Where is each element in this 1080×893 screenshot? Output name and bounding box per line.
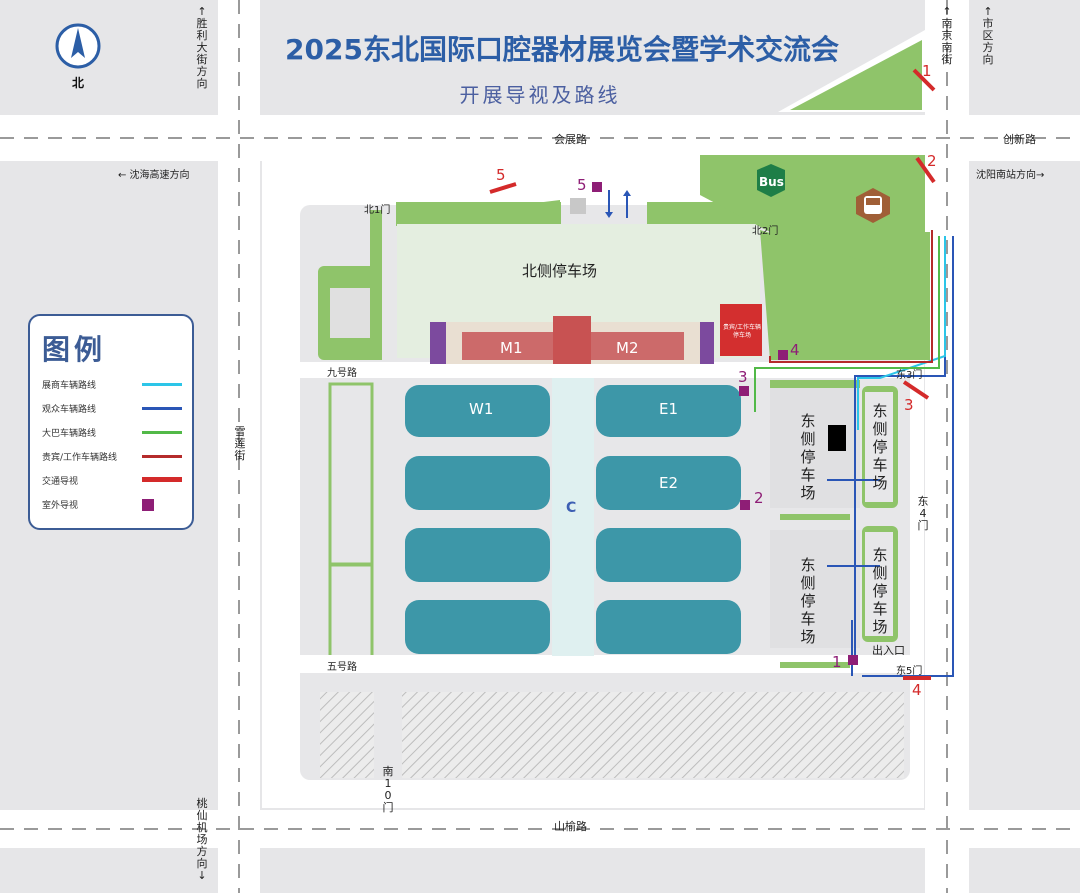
compass-label: 北: [71, 76, 84, 90]
gate-exit: 出入口: [872, 644, 905, 657]
hall-e2: E2: [659, 474, 679, 492]
area-north-parking: 北侧停车场: [522, 262, 598, 280]
direction-shenhai: ← 沈海高速方向: [118, 170, 190, 181]
road-wuhao: [300, 655, 920, 673]
gate-east5: 东5门: [896, 666, 923, 677]
gate-south10: 南10门: [382, 765, 394, 814]
traffic-num-2: 2: [927, 152, 937, 170]
gate-east4: 东4门: [917, 495, 929, 532]
direction-taoxian: 桃仙机场方向↓: [196, 797, 208, 882]
road-label-chuangxin: 创新路: [1003, 133, 1036, 146]
legend-swatch-outdoor: [142, 499, 154, 511]
legend-item-visitor: 观众车辆路线: [42, 405, 97, 415]
traffic-sign-1: [912, 68, 936, 92]
area-east-parking-1: 东侧停车场: [800, 412, 816, 502]
road-label-xuelian: 雪莲街: [234, 425, 246, 462]
legend-swatch-vip: [142, 455, 182, 458]
gate-north2: 北2门: [752, 226, 779, 237]
direction-shengli: ↑胜利大街方向: [196, 5, 208, 90]
hall-group: [405, 385, 741, 654]
road-label-jiuhao: 九号路: [327, 368, 357, 379]
legend-item-traffic: 交通导视: [42, 477, 79, 487]
hall-w1: W1: [469, 400, 494, 418]
legend-swatch-visitor: [142, 407, 182, 410]
road-label-wuhao: 五号路: [327, 662, 357, 673]
route-exhibitor: [857, 236, 946, 430]
traffic-num-4: 4: [912, 681, 922, 699]
legend-swatch-traffic: [142, 477, 182, 482]
legend: 图例 展商车辆路线 观众车辆路线 大巴车辆路线 贵宾/工作车辆路线 交通导视 室…: [28, 314, 194, 530]
direction-shiqu: ↑市区方向: [982, 5, 994, 66]
gate-east3: 东3门: [896, 370, 923, 381]
area-east-parking-2: 东侧停车场: [872, 402, 888, 492]
legend-item-outdoor: 室外导视: [42, 501, 79, 511]
marker-num-4: 4: [790, 341, 800, 359]
north-arrow-icon: [55, 23, 101, 69]
outdoor-marker-5: [592, 182, 602, 192]
vip-parking: [720, 304, 762, 356]
legend-item-bus: 大巴车辆路线: [42, 429, 97, 439]
route-vip: [769, 230, 933, 363]
legend-swatch-bus: [142, 431, 182, 434]
hall-e1: E1: [659, 400, 679, 418]
marker-num-1: 1: [832, 653, 842, 671]
area-east-parking-4: 东侧停车场: [872, 546, 888, 636]
area-vip-parking: 贵宾/工作车辆停车场: [722, 324, 762, 339]
traffic-num-1: 1: [922, 62, 932, 80]
traffic-num-3: 3: [904, 396, 914, 414]
page-title: 2025东北国际口腔器材展览会暨学术交流会: [285, 33, 839, 66]
hall-m1: M1: [500, 339, 523, 357]
direction-nanjing: ↑南京南街: [941, 5, 953, 66]
traffic-num-5: 5: [496, 166, 506, 184]
bus-icon: Bus: [759, 175, 784, 189]
marker-num-5: 5: [577, 176, 587, 194]
area-east-parking-3: 东侧停车场: [800, 556, 816, 646]
marker-num-2: 2: [754, 489, 764, 507]
road-jiuhao: [300, 362, 920, 378]
marker-num-3: 3: [738, 368, 748, 386]
route-bus: [754, 236, 940, 412]
legend-title: 图例: [42, 333, 107, 366]
route-visitor: [862, 236, 954, 677]
road-label-shanyu: 山榆路: [554, 820, 587, 833]
road-label-huizhan: 会展路: [554, 133, 587, 146]
legend-item-vip: 贵宾/工作车辆路线: [42, 453, 118, 463]
compass: 北: [54, 22, 102, 94]
corridor-c: C: [566, 500, 577, 516]
legend-swatch-exhibitor: [142, 383, 182, 386]
legend-item-exhibitor: 展商车辆路线: [42, 381, 97, 391]
gate-north1: 北1门: [364, 205, 391, 216]
page-subtitle: 开展导视及路线: [459, 83, 621, 107]
hall-m2: M2: [616, 339, 639, 357]
direction-shenyangnan: 沈阳南站方向→: [976, 170, 1045, 181]
